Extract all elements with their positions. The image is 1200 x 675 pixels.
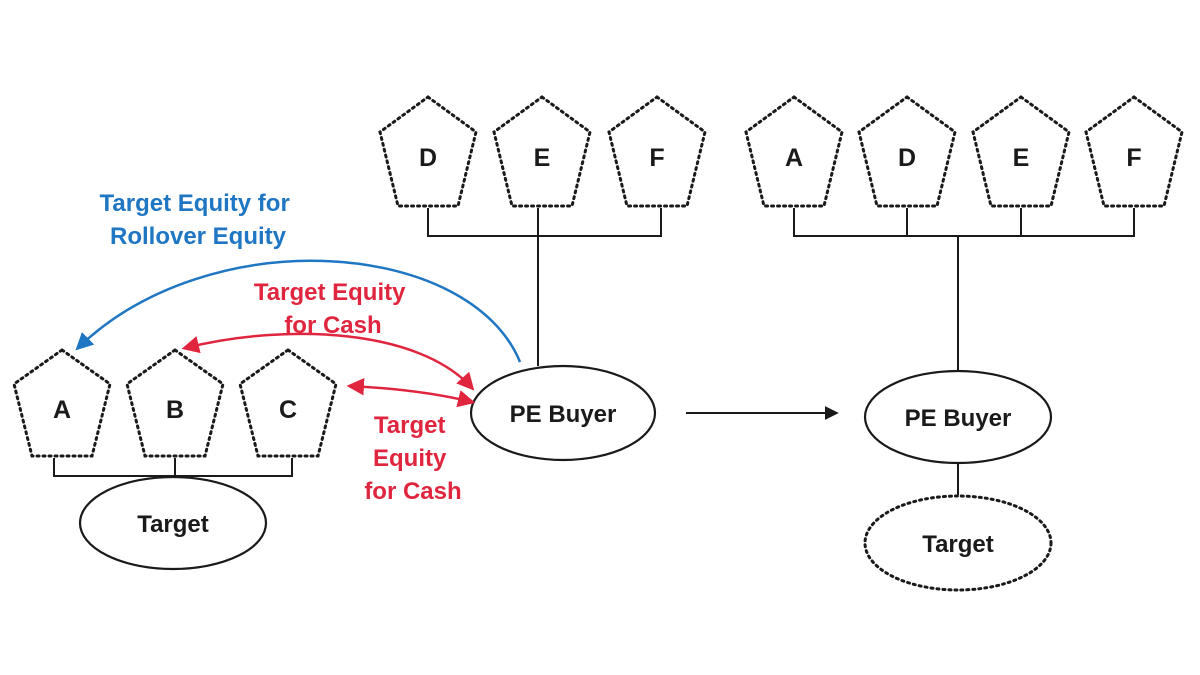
holder-label: F — [649, 144, 664, 172]
target-label: Target — [137, 511, 209, 538]
holder-node-a: A — [12, 348, 112, 458]
cash-label-lower: Target Equity for Cash — [364, 412, 461, 505]
after-holders-group: A D E F — [744, 95, 1184, 371]
holder-node-b: B — [125, 348, 225, 458]
pe-buyer-label: PE Buyer — [510, 401, 617, 428]
after-pe-buyer-label: PE Buyer — [905, 405, 1012, 432]
rollover-equity-arrow — [75, 259, 522, 363]
cash-label-lower-line-3: for Cash — [364, 478, 461, 505]
buyer-holders-connector — [427, 208, 662, 366]
holders-connector — [53, 458, 293, 477]
holder-label: C — [279, 396, 297, 424]
rollover-label-line-2: Rollover Equity — [110, 223, 287, 250]
holder-node-e: E — [492, 95, 592, 208]
cash-label-lower-line-1: Target — [374, 412, 446, 439]
after-holder-node-a: A — [744, 95, 844, 208]
buyer-holders-group: D E F — [378, 95, 707, 366]
after-target-label: Target — [922, 531, 994, 558]
holder-label: A — [785, 144, 803, 172]
after-holders-connector — [793, 208, 1135, 371]
holder-label: D — [419, 144, 437, 172]
target-holders-group: A B C — [12, 348, 338, 477]
after-holder-node-f: F — [1084, 95, 1184, 208]
holder-node-d: D — [378, 95, 478, 208]
holder-label: E — [534, 144, 551, 172]
holder-label: F — [1126, 144, 1141, 172]
target-oval: Target — [78, 475, 268, 571]
holder-label: E — [1013, 144, 1030, 172]
holder-node-f: F — [607, 95, 707, 208]
after-holder-node-d: D — [857, 95, 957, 208]
holder-label: A — [53, 396, 71, 424]
pe-buyer-oval: PE Buyer — [469, 364, 657, 462]
cash-arrow-b — [181, 332, 475, 391]
after-target-oval: Target — [863, 494, 1053, 592]
holder-label: D — [898, 144, 916, 172]
cash-label-lower-line-2: Equity — [373, 445, 447, 472]
cash-label-upper: Target Equity for Cash — [254, 279, 412, 339]
holder-node-c: C — [238, 348, 338, 458]
cash-label-upper-line-2: for Cash — [284, 312, 381, 339]
cash-arrow-c — [346, 377, 476, 408]
after-holder-node-e: E — [971, 95, 1071, 208]
cash-label-upper-line-1: Target Equity — [254, 279, 406, 306]
rollover-equity-label: Target Equity for Rollover Equity — [100, 190, 297, 250]
rollover-label-line-1: Target Equity for — [100, 190, 290, 217]
holder-label: B — [166, 396, 184, 424]
after-pe-buyer-oval: PE Buyer — [863, 369, 1053, 465]
